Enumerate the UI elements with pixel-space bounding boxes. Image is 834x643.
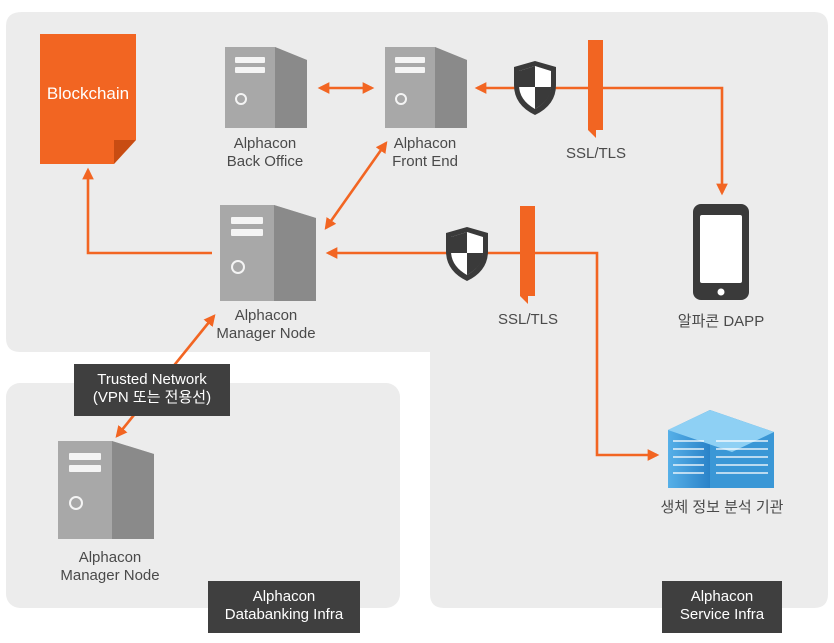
document-icon (40, 34, 136, 164)
server-icon-front-end (385, 47, 467, 128)
manager-node-bottom-label: Alphacon Manager Node (60, 549, 160, 584)
server-icon-manager-top (220, 205, 316, 301)
server-icon-manager-bottom (58, 441, 154, 539)
service-infra-label: Alphacon Service Infra (662, 581, 782, 633)
ssl-label-mid: SSL/TLS (497, 311, 559, 328)
databanking-infra-label: Alphacon Databanking Infra (208, 581, 360, 633)
front-end-label: Alphacon Front End (392, 135, 458, 170)
server-icon-back-office (225, 47, 307, 128)
trusted-network-label: Trusted Network (VPN 또는 전용선) (74, 364, 230, 416)
ssl-label-top: SSL/TLS (565, 145, 627, 162)
blockchain-label: Blockchain (46, 84, 130, 103)
back-office-label: Alphacon Back Office (226, 135, 304, 170)
ssl-bar-top (588, 40, 603, 138)
shield-icon-mid (446, 227, 488, 281)
bio-org-label: 생체 정보 분석 기관 (660, 499, 784, 516)
dapp-frontend-arrow (474, 82, 728, 196)
manager-frontend-arrow (324, 141, 388, 230)
shield-icon-top (514, 61, 556, 115)
manager-node-top-label: Alphacon Manager Node (216, 307, 316, 342)
ssl-bar-mid (520, 206, 535, 304)
building-icon (668, 410, 774, 488)
smartphone-icon (693, 204, 749, 300)
manager-blockchain-arrow (82, 167, 212, 255)
databanking-infra-panel (6, 383, 400, 608)
dapp-label: 알파콘 DAPP (677, 313, 765, 330)
